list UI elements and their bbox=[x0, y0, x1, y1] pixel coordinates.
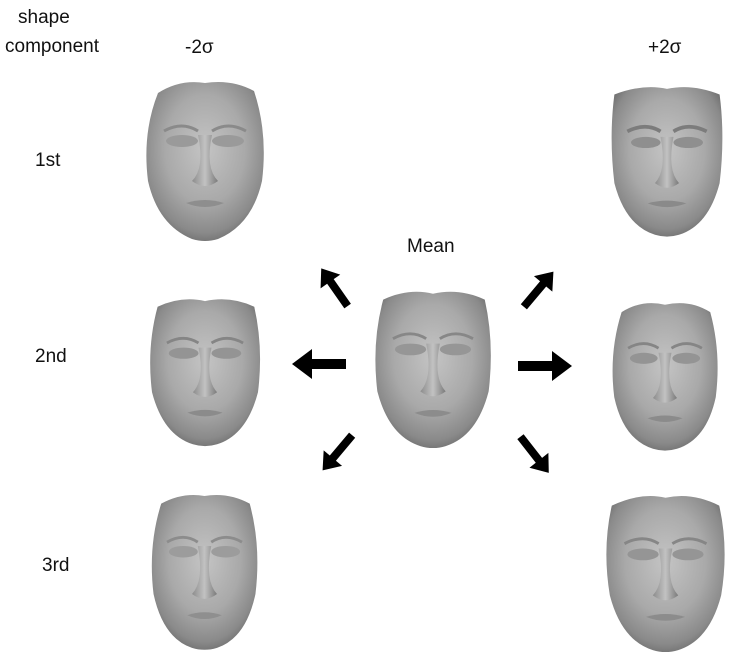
arrow-left bbox=[292, 349, 346, 379]
column-minus-2sigma-label: -2σ bbox=[185, 37, 214, 58]
face-2nd-plus-2sigma bbox=[612, 303, 718, 451]
header-component-label: component bbox=[5, 36, 100, 57]
header-shape-label: shape bbox=[18, 7, 70, 28]
face-mesh bbox=[375, 291, 491, 449]
row-1st-label: 1st bbox=[35, 150, 61, 171]
face-3rd-minus-2sigma bbox=[151, 495, 258, 650]
arrow-down-left bbox=[322, 432, 356, 471]
face-mesh bbox=[151, 495, 258, 650]
face-mesh bbox=[606, 496, 725, 653]
arrow-right bbox=[518, 351, 572, 381]
row-3rd-label: 3rd bbox=[42, 555, 70, 576]
face-mesh bbox=[146, 82, 264, 241]
face-mesh bbox=[611, 87, 723, 237]
face-mesh bbox=[612, 303, 718, 451]
face-3rd-plus-2sigma bbox=[606, 496, 725, 653]
row-2nd-label: 2nd bbox=[35, 346, 67, 367]
face-1st-plus-2sigma bbox=[611, 87, 723, 237]
face-2nd-minus-2sigma bbox=[150, 299, 261, 447]
arrow-down-right bbox=[517, 434, 549, 473]
face-mesh bbox=[150, 299, 261, 447]
arrow-up-right bbox=[520, 271, 554, 310]
mean-label: Mean bbox=[407, 236, 455, 257]
column-plus-2sigma-label: +2σ bbox=[648, 37, 682, 58]
face-mean bbox=[375, 291, 491, 449]
arrow-up-left bbox=[320, 268, 351, 309]
face-1st-minus-2sigma bbox=[146, 82, 264, 241]
